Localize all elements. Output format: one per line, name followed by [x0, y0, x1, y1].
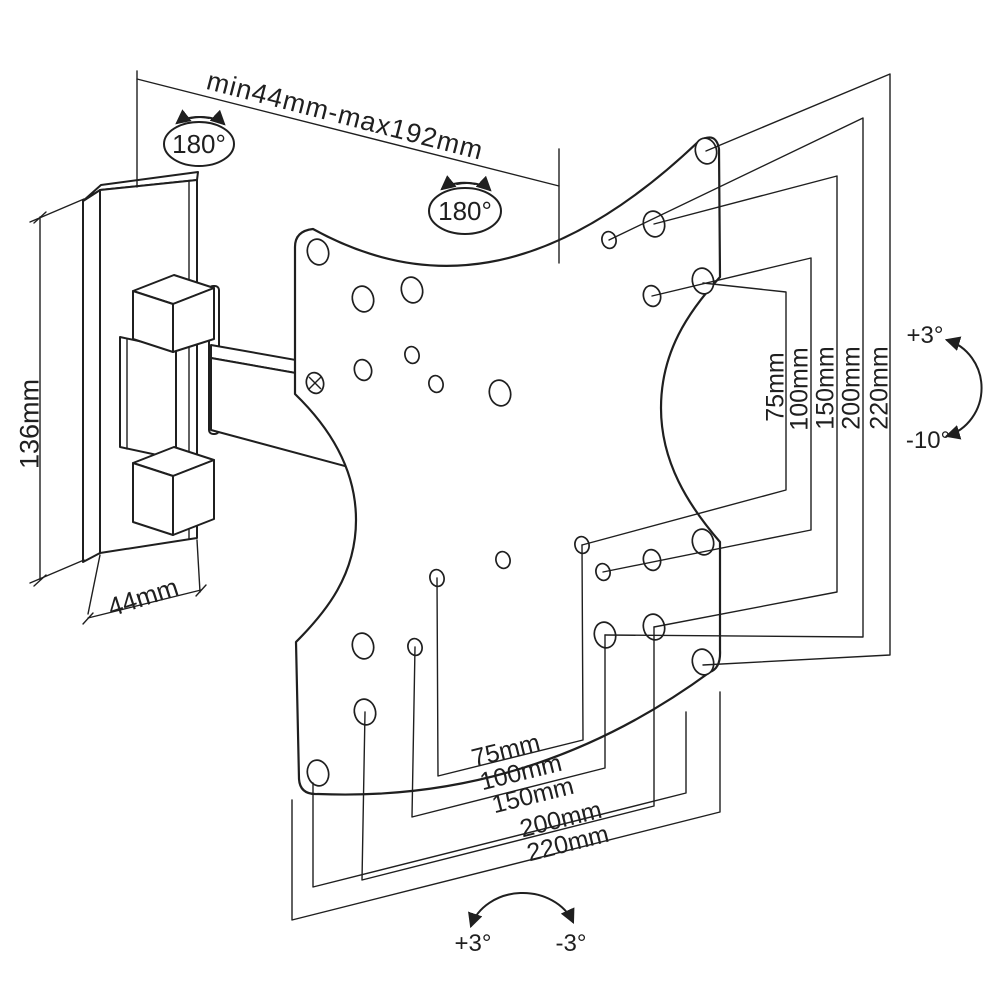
swivel-arm-symbol [163, 109, 235, 167]
label-vesa-vertical-150: 150mm [811, 346, 840, 430]
swivel-plate-symbol [428, 175, 502, 235]
dimension-vertical-brackets [581, 73, 891, 666]
dimension-horizontal-brackets [291, 544, 721, 921]
label-rotation-right: -3° [555, 930, 587, 957]
rotation-arc [468, 892, 575, 929]
dimension-lines [29, 70, 891, 921]
dimension-44mm [82, 539, 207, 625]
label-wall-plate-height: 136mm [14, 378, 45, 470]
hinge-assembly [119, 274, 220, 536]
tilt-arc [944, 336, 983, 440]
dimension-136mm [29, 198, 85, 587]
label-rotation-left: +3° [454, 930, 492, 957]
screw-head [305, 371, 325, 395]
label-tilt-down: -10° [905, 427, 951, 454]
label-vesa-vertical-200: 200mm [837, 346, 866, 430]
label-vesa-vertical-220: 220mm [865, 346, 894, 430]
motion-arrows [163, 109, 983, 929]
label-vesa-vertical-100: 100mm [785, 347, 814, 431]
hinge-bracket [119, 336, 177, 460]
label-tilt-up: +3° [906, 322, 944, 349]
dimension-extension-range [136, 70, 560, 264]
label-swivel-plate: 180° [438, 196, 492, 226]
label-swivel-arm: 180° [172, 129, 226, 159]
